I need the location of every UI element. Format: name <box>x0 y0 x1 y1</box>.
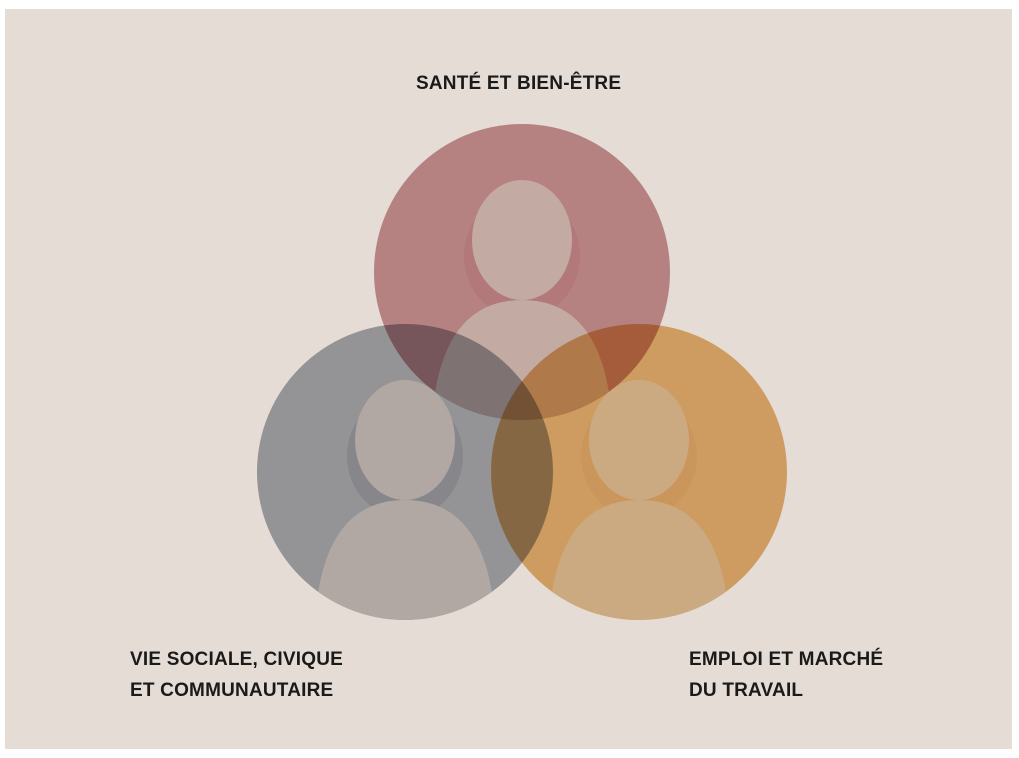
employment-label: EMPLOI ET MARCHÉ DU TRAVAIL <box>689 644 883 706</box>
health-label-line: SANTÉ ET BIEN-ÊTRE <box>416 73 622 94</box>
person-icon <box>315 380 495 620</box>
employment-label-line-2: DU TRAVAIL <box>689 680 804 701</box>
social-label-line-1: VIE SOCIALE, CIVIQUE <box>130 649 344 670</box>
social-label: VIE SOCIALE, CIVIQUE ET COMMUNAUTAIRE <box>130 644 343 706</box>
social-circle-group <box>257 324 553 620</box>
employment-circle-group <box>491 324 787 620</box>
employment-label-line-1: EMPLOI ET MARCHÉ <box>689 649 884 670</box>
person-icon <box>549 380 729 620</box>
health-label: SANTÉ ET BIEN-ÊTRE <box>416 68 621 99</box>
social-label-line-2: ET COMMUNAUTAIRE <box>130 680 334 701</box>
